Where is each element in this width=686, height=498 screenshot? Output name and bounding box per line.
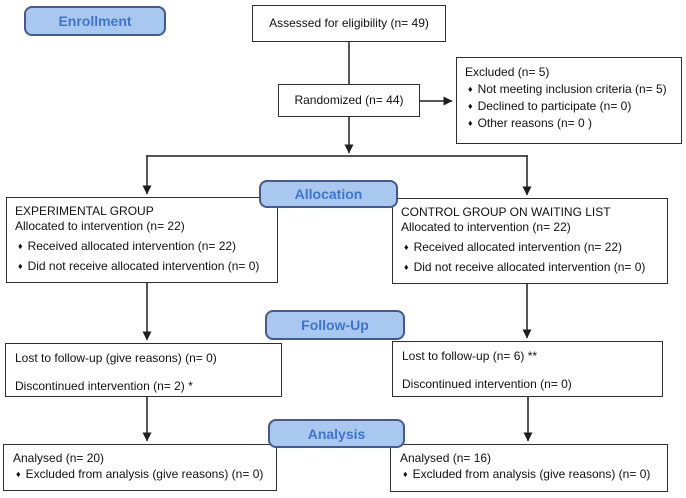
stage-badge-allocation: Allocation — [259, 180, 398, 208]
discontinued-text: Discontinued intervention (n= 2) * — [15, 379, 193, 393]
excluded-title: Excluded (n= 5) — [465, 65, 550, 79]
stage-badge-enrollment: Enrollment — [24, 6, 166, 36]
diamond-bullet-icon: ♦ — [404, 242, 409, 252]
excluded-item-text: Not meeting inclusion criteria (n= 5) — [477, 82, 667, 96]
control-group-title: CONTROL GROUP ON WAITING LIST — [401, 205, 611, 219]
lost-to-followup-text: Lost to follow-up (give reasons) (n= 0) — [15, 351, 217, 365]
randomized-text: Randomized (n= 44) — [294, 93, 404, 107]
bullet-item: ♦ Did not receive allocated intervention… — [15, 259, 269, 274]
bullet-item: ♦ Excluded from analysis (give reasons) … — [400, 467, 658, 482]
diamond-bullet-icon: ♦ — [468, 101, 473, 111]
analysed-title: Analysed (n= 20) — [13, 451, 105, 465]
bullet-item: ♦ Did not receive allocated intervention… — [401, 260, 659, 275]
experimental-item-text: Did not receive allocated intervention (… — [27, 259, 260, 273]
discontinued-text: Discontinued intervention (n= 0) — [402, 377, 572, 391]
analysis-left-box: Analysed (n= 20) ♦ Excluded from analysi… — [3, 444, 277, 491]
experimental-allocated-text: Allocated to intervention (n= 22) — [15, 219, 185, 233]
diamond-bullet-icon: ♦ — [403, 469, 408, 479]
followup-left-box: Lost to follow-up (give reasons) (n= 0) … — [5, 343, 282, 397]
experimental-group-title: EXPERIMENTAL GROUP — [15, 204, 154, 218]
control-item-text: Received allocated intervention (n= 22) — [413, 240, 623, 254]
bullet-item: ♦ Excluded from analysis (give reasons) … — [13, 467, 267, 482]
bullet-item: ♦ Received allocated intervention (n= 22… — [15, 239, 269, 254]
control-group-box: CONTROL GROUP ON WAITING LIST Allocated … — [392, 198, 668, 284]
diamond-bullet-icon: ♦ — [16, 469, 21, 479]
stage-badge-analysis: Analysis — [268, 419, 405, 448]
diamond-bullet-icon: ♦ — [404, 262, 409, 272]
bullet-item: ♦ Received allocated intervention (n= 22… — [401, 240, 659, 255]
diamond-bullet-icon: ♦ — [18, 261, 23, 271]
experimental-item-text: Received allocated intervention (n= 22) — [27, 239, 237, 253]
analysed-title: Analysed (n= 16) — [400, 451, 492, 465]
analysis-item-text: Excluded from analysis (give reasons) (n… — [25, 467, 264, 481]
excluded-item-text: Declined to participate (n= 0) — [477, 99, 632, 113]
randomized-box: Randomized (n= 44) — [278, 84, 420, 117]
control-item-text: Did not receive allocated intervention (… — [413, 260, 646, 274]
excluded-box: Excluded (n= 5) ♦ Not meeting inclusion … — [456, 57, 682, 144]
experimental-group-box: EXPERIMENTAL GROUP Allocated to interven… — [6, 197, 278, 283]
excluded-item-text: Other reasons (n= 0 ) — [477, 116, 592, 130]
followup-right-box: Lost to follow-up (n= 6) ** Discontinued… — [392, 341, 663, 397]
assessed-text: Assessed for eligibility (n= 49) — [269, 16, 429, 30]
diamond-bullet-icon: ♦ — [18, 241, 23, 251]
analysis-right-box: Analysed (n= 16) ♦ Excluded from analysi… — [390, 444, 668, 492]
bullet-item: ♦ Not meeting inclusion criteria (n= 5) — [465, 82, 673, 97]
bullet-item: ♦ Declined to participate (n= 0) — [465, 99, 673, 114]
assessed-for-eligibility-box: Assessed for eligibility (n= 49) — [252, 5, 446, 42]
analysis-item-text: Excluded from analysis (give reasons) (n… — [412, 467, 651, 481]
bullet-item: ♦ Other reasons (n= 0 ) — [465, 116, 673, 131]
lost-to-followup-text: Lost to follow-up (n= 6) ** — [402, 349, 538, 363]
control-allocated-text: Allocated to intervention (n= 22) — [401, 220, 571, 234]
diamond-bullet-icon: ♦ — [468, 84, 473, 94]
stage-badge-followup: Follow-Up — [265, 310, 405, 340]
diamond-bullet-icon: ♦ — [468, 118, 473, 128]
